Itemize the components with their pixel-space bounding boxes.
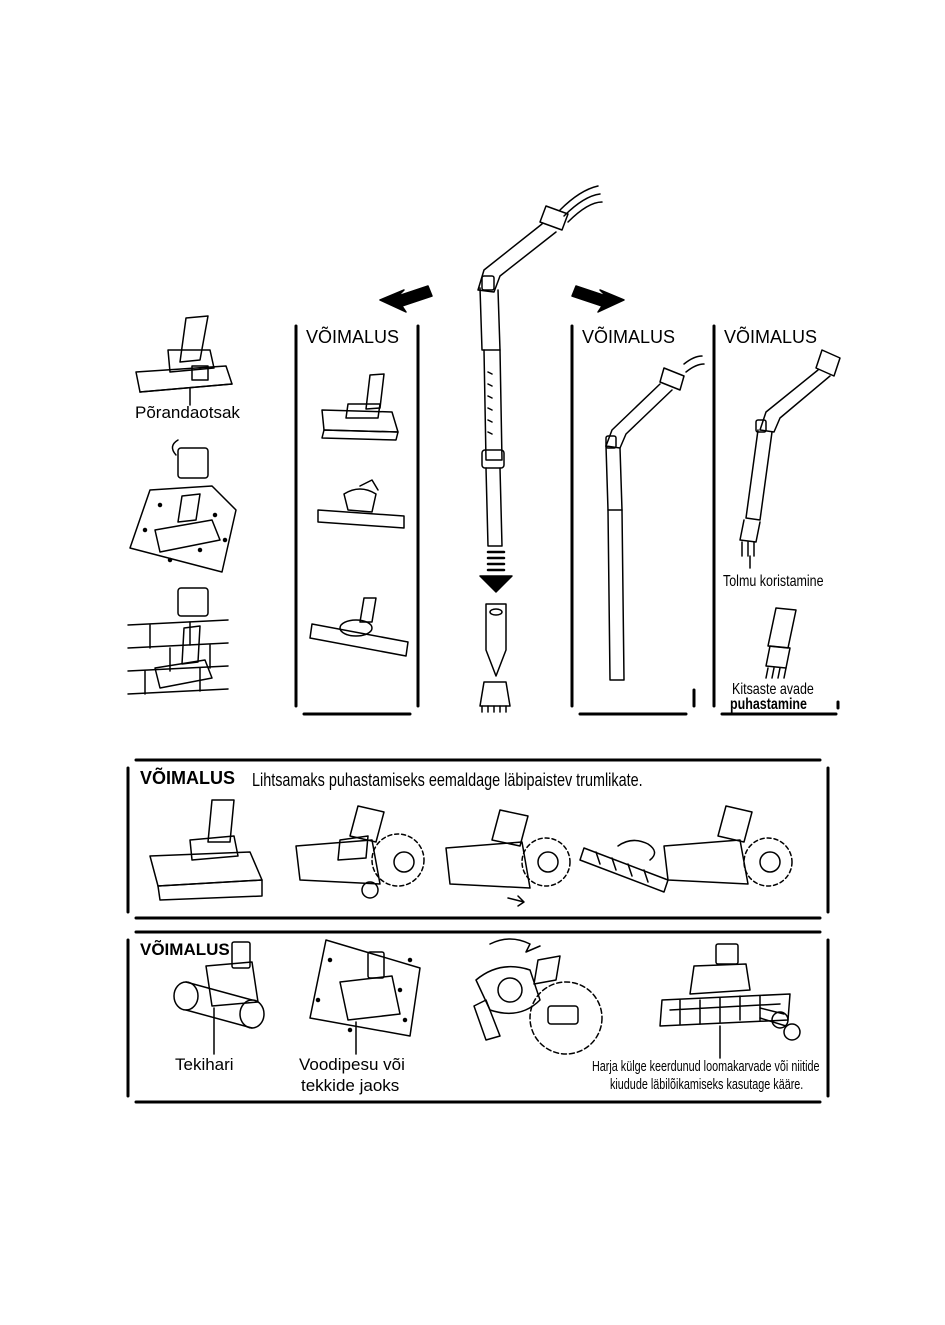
bedding-label-line2: tekkide jaoks — [301, 1076, 399, 1096]
dusting-label: Tolmu koristamine — [723, 573, 824, 591]
bedding-cleaning-illustration — [310, 940, 420, 1036]
option-box-1-frame — [296, 326, 418, 714]
scissors-label-line1: Harja külge keerdunud loomakarvade või n… — [592, 1058, 820, 1075]
turbo-brush-step-2-illustration — [296, 806, 424, 898]
tekihari-label: Tekihari — [175, 1055, 234, 1075]
arrow-down-icon — [480, 552, 512, 592]
turbo-brush-step-5-illustration — [664, 806, 792, 886]
turbo-box-title: VÕIMALUS — [140, 768, 235, 789]
turbo-brush-step-1-illustration — [150, 800, 262, 900]
turbo-box-instruction: Lihtsamaks puhastamiseks eemaldage läbip… — [252, 770, 643, 791]
turbo-brush-roller-illustration — [580, 840, 668, 892]
brush-opening-illustration — [474, 939, 602, 1054]
bed-box-title: VÕIMALUS — [140, 940, 230, 960]
crevice-cleaning-illustration — [766, 608, 796, 678]
arrow-right-icon — [572, 286, 624, 312]
hard-floor-mode-illustration — [128, 588, 228, 694]
bedding-label-line1: Voodipesu või — [299, 1055, 405, 1075]
nozzle-variant-2-illustration — [318, 480, 404, 528]
scissors-cutting-illustration — [660, 944, 800, 1040]
tube-with-hose-illustration — [606, 356, 704, 680]
option-label-2: VÕIMALUS — [582, 327, 675, 348]
option-label-1: VÕIMALUS — [306, 327, 399, 348]
carpet-mode-illustration — [130, 440, 236, 572]
floor-nozzle-label: Põrandaotsak — [135, 403, 240, 423]
telescopic-tube-illustration — [478, 206, 568, 546]
dusting-brush-illustration — [740, 350, 840, 556]
turbo-brush-step-3-illustration — [446, 810, 570, 906]
crevice-label-line2: puhastamine — [730, 696, 807, 714]
arrow-left-icon — [380, 286, 432, 312]
scissors-label-line2: kiudude läbilõikamiseks kasutage kääre. — [610, 1076, 803, 1093]
nozzle-variant-3-illustration — [310, 598, 408, 656]
floor-nozzle-illustration — [136, 316, 232, 392]
nozzle-variant-1-illustration — [322, 374, 398, 440]
option-box-2-frame — [572, 326, 694, 714]
crevice-tool-illustration — [486, 604, 506, 676]
option-label-3: VÕIMALUS — [724, 327, 817, 348]
brush-tool-illustration — [480, 682, 510, 712]
